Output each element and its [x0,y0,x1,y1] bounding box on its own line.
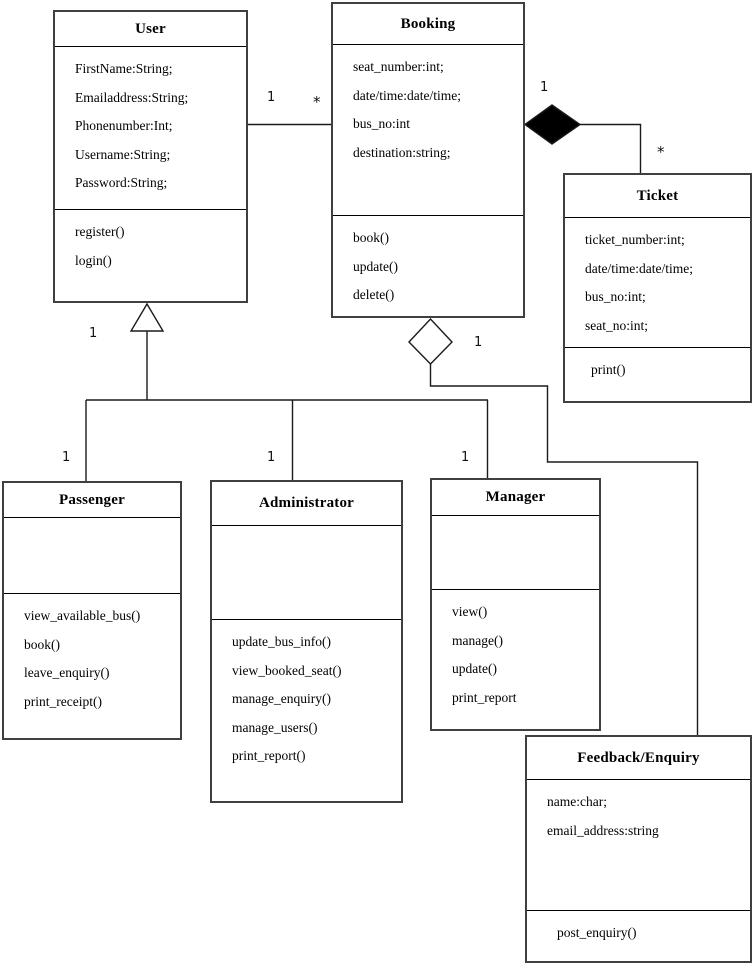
class-manager-title: Manager [485,489,546,505]
class-passenger: Passenger view_available_bus() book() leav… [2,481,182,740]
class-member: Username:String; [75,146,171,162]
class-member: login() [75,252,112,268]
class-member: manage_users() [232,719,318,735]
class-member: Password:String; [75,175,168,190]
generalization-triangle-icon [129,302,165,332]
class-member: FirstName:String; [75,61,173,76]
class-member: seat_no:int; [585,317,648,333]
class-member: bus_no:int; [585,289,646,304]
class-ticket-attributes: ticket_number:int; date/time:date/time; bu… [565,217,750,347]
class-member: update_bus_info() [232,634,331,649]
class-user-methods: register() login() [55,209,246,301]
class-member: manage() [452,632,503,648]
class-member: register() [75,224,125,239]
class-member: manage_enquiry() [232,691,331,706]
mult-manager-end: 1 [461,450,470,465]
class-member: print_receipt() [24,693,102,709]
class-feedback-enquiry-attributes: name:char; email_address:string [527,779,750,910]
class-member: view_booked_seat() [232,662,342,678]
class-feedback-enquiry-methods: post_enquiry() [527,910,750,961]
class-administrator-attributes [212,525,401,619]
class-member: book() [353,230,389,245]
class-member: bus_no:int [353,116,411,131]
class-member: destination:string; [353,144,451,160]
mult-composition-booking-end: 1 [540,80,549,95]
class-ticket: Ticket ticket_number:int; date/time:date/… [563,173,752,403]
class-feedback-enquiry: Feedback/Enquiry name:char; email_address… [525,735,752,963]
class-manager-attributes [432,515,599,589]
class-member: update() [452,661,497,676]
class-passenger-methods: view_available_bus() book() leave_enquiry(… [4,593,180,738]
class-user-title: User [135,20,166,37]
mult-aggregation-booking-end: 1 [474,335,483,350]
mult-booking-end: * [313,93,321,111]
class-user-attributes: FirstName:String; Emailaddress:String; Pho… [55,46,246,209]
class-member: update() [353,258,398,274]
class-member: email_address:string [547,822,659,838]
class-member: name:char; [547,794,607,809]
class-administrator-title: Administrator [258,495,355,511]
class-administrator: Administrator update_bus_info() view_book… [210,480,403,803]
class-member: leave_enquiry() [24,665,110,680]
class-member: book() [24,636,60,652]
class-administrator-methods: update_bus_info() view_booked_seat()manag… [212,619,401,801]
class-member: print_report [452,689,517,705]
class-member: print_report() [232,748,306,763]
mult-user-end: 1 [267,90,276,105]
class-booking-attributes: seat_number:int; date/time:date/time; bus_… [333,44,523,215]
class-member: ticket_number:int; [585,232,685,247]
class-member: delete() [353,287,395,302]
composition-diamond-icon [523,104,582,145]
class-member: view_available_bus() [24,608,141,623]
class-member: post_enquiry() [557,925,637,940]
class-member: date/time:date/time; [585,260,693,276]
class-user: User FirstName:String; Emailaddress:Strin… [53,10,248,303]
class-member: Emailaddress:String; [75,89,189,105]
class-member: date/time:date/time; [353,87,461,103]
class-manager-methods: view() manage() update() print_report [432,589,599,729]
class-passenger-attributes [4,517,180,593]
class-member: seat_number:int; [353,59,444,74]
aggregation-booking-feedback-line [429,364,699,735]
aggregation-diamond-icon [408,317,453,366]
class-ticket-title: Ticket [636,187,679,204]
class-ticket-methods: print() [565,347,750,401]
class-booking-methods: book() update() delete() [333,215,523,316]
class-feedback-enquiry-title: Feedback/Enquiry [577,749,700,766]
mult-generalization-user-end: 1 [89,326,98,341]
mult-composition-ticket-end: * [657,143,665,161]
class-booking-title: Booking [400,15,456,32]
class-member: view() [452,604,488,619]
class-booking: Booking seat_number:int; date/time:date/t… [331,2,525,318]
mult-passenger-end: 1 [62,450,71,465]
class-member: Phonenumber:Int; [75,118,173,133]
composition-booking-ticket-line [580,123,642,173]
class-member: print() [591,362,626,377]
mult-administrator-end: 1 [267,450,276,465]
class-manager: Manager view() manage() update() print_repo… [430,478,601,731]
class-passenger-title: Passenger [59,491,125,508]
